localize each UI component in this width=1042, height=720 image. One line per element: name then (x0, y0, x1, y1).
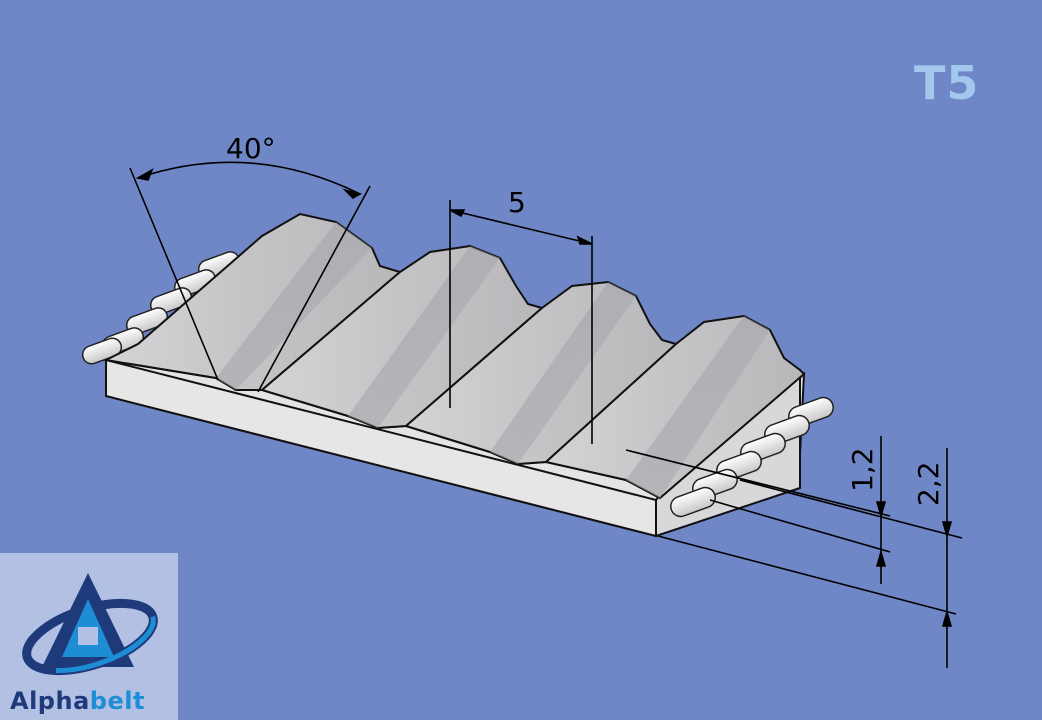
height-dimensions (625, 436, 963, 668)
logo-emblem-icon (22, 573, 158, 676)
ext-line-tooth-base (709, 499, 891, 553)
cord (670, 486, 716, 518)
tooth-flank (626, 316, 770, 498)
angle-leg-right (257, 185, 371, 393)
angle-arc (137, 161, 361, 195)
pitch-label: 5 (508, 186, 526, 219)
logo-word-part2: belt (89, 687, 145, 715)
ext-line-bottom (657, 535, 957, 615)
tooth-height-label: 1,2 (846, 447, 879, 492)
arrow-head (576, 235, 593, 245)
arrow-head (342, 188, 363, 199)
angle-label: 40° (226, 132, 276, 165)
tooth-flank (216, 222, 372, 390)
arrow-head (135, 168, 154, 181)
logo-word-part1: Alpha (10, 687, 90, 715)
tooth-flank (348, 246, 500, 428)
angle-dimension (129, 161, 371, 393)
profile-title: T5 (914, 56, 980, 110)
belt-body (102, 212, 806, 538)
arrow-head (875, 549, 887, 567)
pitch-dimension (449, 200, 593, 444)
ext-line-tooth-top (625, 449, 891, 517)
tooth-flank (490, 282, 636, 464)
arrow-head (875, 501, 887, 519)
total-height-label: 2,2 (912, 461, 945, 506)
arrow-head (941, 609, 953, 627)
company-logo: Alphabelt (0, 553, 178, 720)
logo-wordmark: Alphabelt (10, 687, 145, 715)
steel-cords-right (670, 396, 834, 518)
arrow-head (941, 521, 953, 539)
angle-leg-left (129, 167, 219, 381)
pitch-line (449, 209, 593, 245)
arrow-head (449, 209, 466, 218)
ext-line-top (739, 479, 963, 539)
